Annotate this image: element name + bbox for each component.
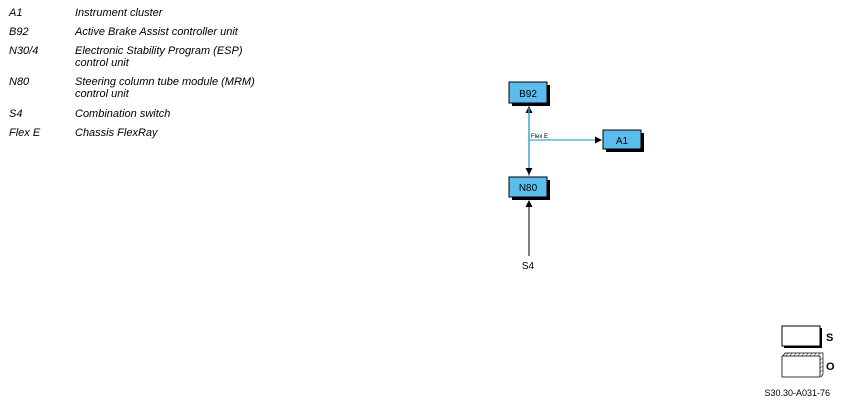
node-a1: A1: [602, 129, 644, 152]
node-label: A1: [616, 136, 629, 147]
key-s-box: [781, 325, 822, 348]
node-n80: N80: [508, 176, 550, 200]
legend-code: S4: [9, 108, 23, 120]
legend-desc: Active Brake Assist controller unit: [75, 26, 238, 38]
legend-code: Flex E: [9, 127, 41, 139]
legend-desc: Electronic Stability Program (ESP) contr…: [75, 45, 243, 69]
node-b92: B92: [508, 81, 550, 106]
legend-code: A1: [9, 7, 23, 19]
legend-code: N80: [9, 76, 30, 88]
legend-code: B92: [9, 26, 29, 38]
node-label: N80: [519, 183, 538, 194]
bus-label: Flex E: [531, 134, 548, 140]
node-label: B92: [519, 89, 537, 100]
legend-desc: Steering column tube module (MRM) contro…: [75, 76, 255, 100]
key-o-box: [781, 352, 824, 378]
key-o-label: O: [826, 361, 835, 373]
key-s-label: S: [826, 332, 834, 344]
node-s4-label: S4: [522, 261, 535, 272]
legend-desc: Combination switch: [75, 108, 171, 120]
legend-code: N30/4: [9, 45, 39, 57]
legend-desc: Instrument cluster: [75, 7, 163, 19]
document-reference: S30.30-A031-76: [764, 388, 830, 398]
legend-desc: Chassis FlexRay: [75, 127, 158, 139]
